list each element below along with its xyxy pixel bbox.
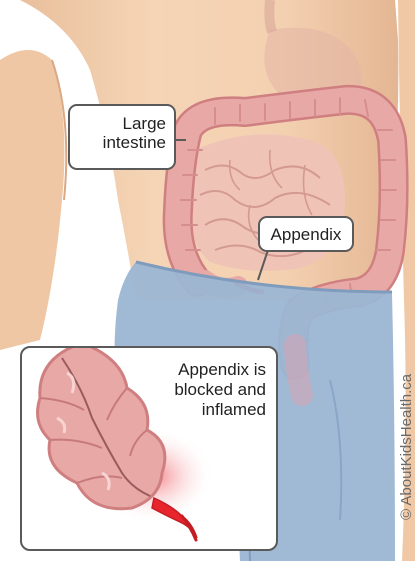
- inset-caption-line3: inflamed: [126, 400, 266, 420]
- large-intestine-label-line2: intestine: [70, 133, 166, 152]
- copyright-credit: © AboutKidsHealth.ca: [398, 374, 415, 520]
- rectum: [295, 345, 302, 395]
- inset-closeup: Appendix is blocked and inflamed: [20, 346, 278, 551]
- appendix-label: Appendix: [258, 216, 354, 252]
- inset-caption-line1: Appendix is: [126, 360, 266, 380]
- appendix-label-text: Appendix: [271, 225, 342, 244]
- large-intestine-label-line1: Large: [70, 114, 166, 133]
- inset-caption-line2: blocked and: [126, 380, 266, 400]
- large-intestine-label: Large intestine: [68, 104, 176, 170]
- left-arm: [0, 50, 64, 350]
- inset-caption: Appendix is blocked and inflamed: [126, 360, 266, 420]
